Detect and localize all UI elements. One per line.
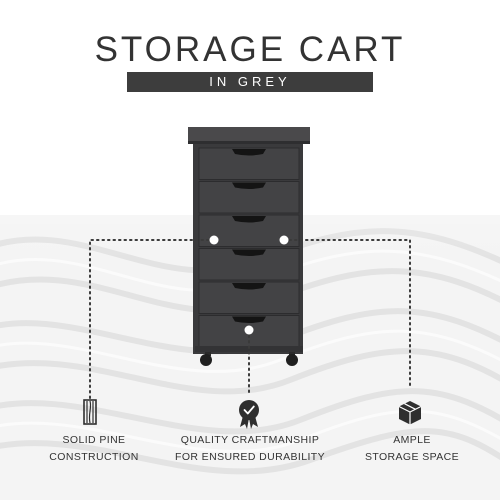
feature-label-line: FOR ENSURED DURABILITY (175, 451, 325, 463)
wood-grain-icon (83, 399, 97, 425)
callout-dot-center (244, 325, 254, 335)
caster-wheel-left (200, 352, 212, 366)
callout-line-right (283, 239, 411, 389)
cart-top (188, 127, 310, 143)
drawer (198, 147, 300, 180)
feature-label-line: QUALITY CRAFTMANSHIP (180, 434, 320, 446)
feature-storage: AMPLE STORAGE SPACE (322, 432, 500, 466)
caster-wheel-right (286, 352, 298, 366)
subtitle-banner: IN GREY (127, 72, 373, 92)
callout-line-left (89, 239, 215, 401)
callout-dot-left (209, 235, 219, 245)
page-title: STORAGE CART (94, 30, 406, 69)
feature-label-line: SOLID PINE (62, 434, 126, 446)
feature-quality: QUALITY CRAFTMANSHIP FOR ENSURED DURABIL… (160, 432, 340, 466)
feature-label-line: AMPLE (393, 434, 431, 446)
drawer (198, 248, 300, 281)
quality-badge-icon (239, 400, 259, 429)
feature-label-line: CONSTRUCTION (49, 451, 139, 463)
drawer (198, 181, 300, 214)
drawer (198, 281, 300, 314)
feature-label-line: STORAGE SPACE (364, 451, 460, 463)
callout-dot-right (279, 235, 289, 245)
feature-solid-pine: SOLID PINE CONSTRUCTION (4, 432, 184, 466)
box-icon (398, 401, 422, 425)
